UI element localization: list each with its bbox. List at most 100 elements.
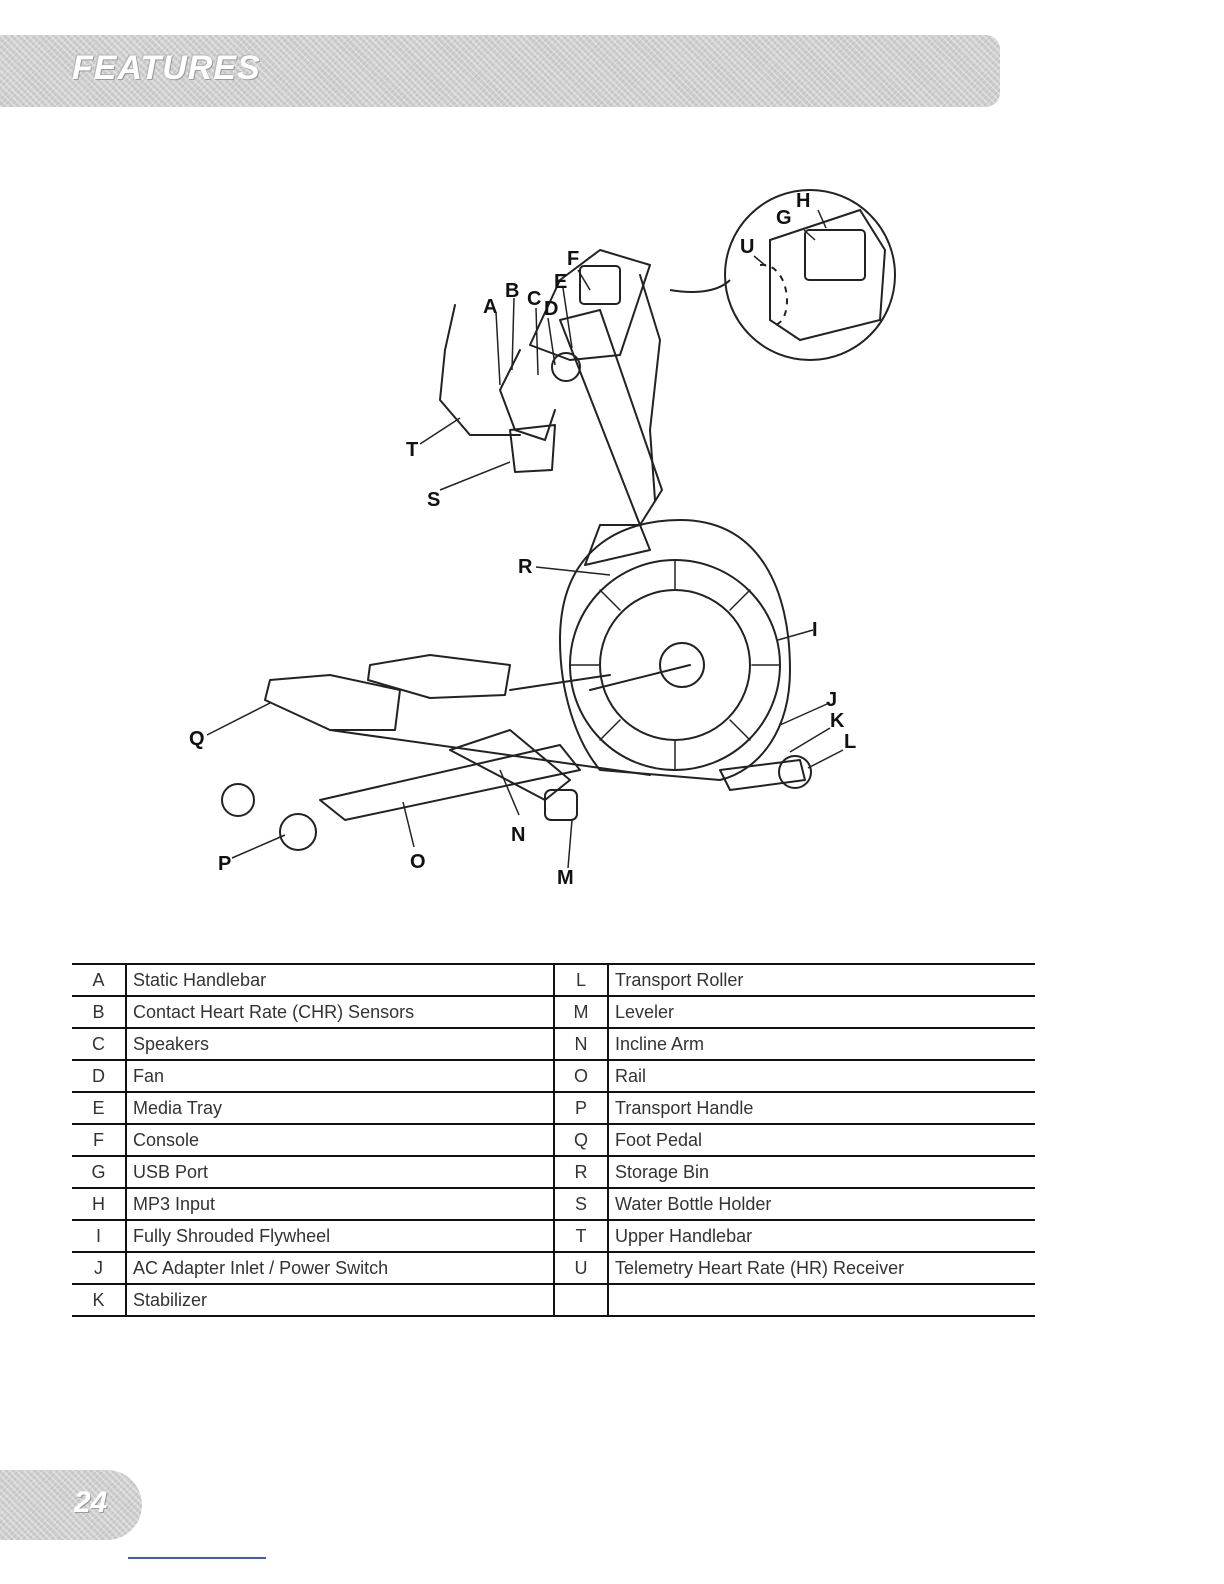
detail-pointer bbox=[669, 279, 731, 293]
incline-arm-shape bbox=[449, 729, 571, 801]
callout-c: C bbox=[527, 288, 541, 310]
callout-t: T bbox=[406, 439, 418, 461]
part-letter: G bbox=[72, 1156, 127, 1189]
rear-stabilizer-shape bbox=[719, 759, 806, 791]
part-description: Upper Handlebar bbox=[608, 1220, 1035, 1253]
callout-j: J bbox=[826, 689, 837, 711]
part-description: Water Bottle Holder bbox=[608, 1188, 1035, 1221]
left-foot-pedal bbox=[264, 674, 401, 731]
part-description: Leveler bbox=[608, 996, 1035, 1029]
part-description: Console bbox=[126, 1124, 555, 1157]
leader-lines bbox=[206, 209, 844, 869]
water-bottle-holder-shape bbox=[509, 424, 556, 473]
front-foot-right bbox=[279, 813, 317, 851]
right-pedal-arm bbox=[509, 674, 611, 691]
callout-d: D bbox=[544, 298, 558, 320]
part-letter bbox=[554, 1284, 609, 1317]
features-parts-table: A Static Handlebar L Transport Roller B … bbox=[72, 963, 1035, 1317]
callout-k: K bbox=[830, 710, 845, 732]
part-letter: N bbox=[554, 1028, 609, 1061]
rail-shape bbox=[319, 744, 581, 821]
part-letter: A bbox=[72, 963, 127, 997]
callout-o: O bbox=[410, 851, 426, 873]
part-letter: C bbox=[72, 1028, 127, 1061]
part-letter: O bbox=[554, 1060, 609, 1093]
crank-arm bbox=[589, 664, 691, 691]
elliptical-illustration: A B C D E F G H I J K L M N O P Q R S T … bbox=[189, 189, 896, 889]
console-detail-inset bbox=[669, 189, 896, 361]
upright-column bbox=[559, 309, 663, 526]
callout-f: F bbox=[567, 248, 579, 270]
part-letter: T bbox=[554, 1220, 609, 1253]
right-foot-pedal bbox=[367, 654, 511, 699]
part-letter: K bbox=[72, 1284, 127, 1317]
part-description: Transport Roller bbox=[608, 963, 1035, 997]
table-row: I Fully Shrouded Flywheel T Upper Handle… bbox=[72, 1220, 1035, 1253]
elliptical-features-diagram: A B C D E F G H I J K L M N O P Q R S T … bbox=[0, 170, 1224, 910]
part-letter: P bbox=[554, 1092, 609, 1125]
part-letter: M bbox=[554, 996, 609, 1029]
part-description: Media Tray bbox=[126, 1092, 555, 1125]
part-description: Storage Bin bbox=[608, 1156, 1035, 1189]
part-letter: D bbox=[72, 1060, 127, 1093]
part-description: Transport Handle bbox=[608, 1092, 1035, 1125]
callout-n: N bbox=[511, 824, 525, 846]
console-housing bbox=[529, 249, 651, 361]
part-description: Stabilizer bbox=[126, 1284, 555, 1317]
left-upper-handlebar bbox=[439, 304, 521, 436]
machine-drawing bbox=[221, 249, 812, 851]
table-row: D Fan O Rail bbox=[72, 1060, 1035, 1093]
page-number: 24 bbox=[74, 1486, 108, 1519]
table-row: C Speakers N Incline Arm bbox=[72, 1028, 1035, 1061]
section-header-band: FEATURES bbox=[0, 35, 1000, 107]
part-description: MP3 Input bbox=[126, 1188, 555, 1221]
flywheel-inner bbox=[599, 589, 751, 741]
callout-r: R bbox=[518, 556, 533, 578]
callout-l: L bbox=[844, 731, 856, 753]
flywheel-shroud bbox=[559, 519, 791, 781]
callout-a: A bbox=[483, 296, 497, 318]
detail-circle bbox=[724, 189, 896, 361]
table-row: J AC Adapter Inlet / Power Switch U Tele… bbox=[72, 1252, 1035, 1285]
table-row: F Console Q Foot Pedal bbox=[72, 1124, 1035, 1157]
table-row: H MP3 Input S Water Bottle Holder bbox=[72, 1188, 1035, 1221]
part-description: Incline Arm bbox=[608, 1028, 1035, 1061]
part-letter: L bbox=[554, 963, 609, 997]
table-row: E Media Tray P Transport Handle bbox=[72, 1092, 1035, 1125]
part-letter: R bbox=[554, 1156, 609, 1189]
part-letter: U bbox=[554, 1252, 609, 1285]
part-description: Speakers bbox=[126, 1028, 555, 1061]
right-upper-handlebar bbox=[639, 274, 661, 501]
callout-q: Q bbox=[189, 728, 205, 750]
callout-b: B bbox=[505, 280, 519, 302]
part-description: Static Handlebar bbox=[126, 963, 555, 997]
part-description: Fully Shrouded Flywheel bbox=[126, 1220, 555, 1253]
part-description: Contact Heart Rate (CHR) Sensors bbox=[126, 996, 555, 1029]
footer-rule bbox=[128, 1557, 266, 1559]
table-row: A Static Handlebar L Transport Roller bbox=[72, 963, 1035, 997]
console-screen bbox=[579, 265, 621, 305]
part-description: Telemetry Heart Rate (HR) Receiver bbox=[608, 1252, 1035, 1285]
flywheel-spokes bbox=[569, 559, 781, 771]
table-row: G USB Port R Storage Bin bbox=[72, 1156, 1035, 1189]
speaker-grille bbox=[551, 352, 581, 382]
callout-m: M bbox=[557, 867, 574, 889]
table-row: B Contact Heart Rate (CHR) Sensors M Lev… bbox=[72, 996, 1035, 1029]
part-description bbox=[608, 1284, 1035, 1317]
part-letter: E bbox=[72, 1092, 127, 1125]
detail-receiver-marker bbox=[759, 263, 788, 326]
left-pedal-arm bbox=[329, 729, 651, 776]
callout-p: P bbox=[218, 853, 231, 875]
part-letter: F bbox=[72, 1124, 127, 1157]
part-description: USB Port bbox=[126, 1156, 555, 1189]
detail-console-screen bbox=[804, 229, 866, 281]
part-letter: H bbox=[72, 1188, 127, 1221]
callout-s: S bbox=[427, 489, 440, 511]
callout-h: H bbox=[796, 190, 810, 212]
part-description: Fan bbox=[126, 1060, 555, 1093]
front-foot-left bbox=[221, 783, 255, 817]
callout-u: U bbox=[740, 236, 754, 258]
part-description: AC Adapter Inlet / Power Switch bbox=[126, 1252, 555, 1285]
flywheel-hub bbox=[659, 642, 705, 688]
section-title: FEATURES bbox=[72, 49, 261, 87]
